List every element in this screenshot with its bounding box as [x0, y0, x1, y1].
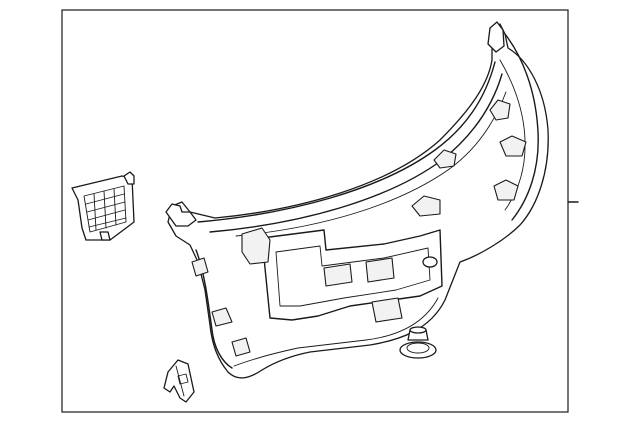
retainer-bracket-slot: [177, 373, 189, 385]
liftgate-trim-panel: [165, 21, 549, 379]
retainer-bracket-fold: [175, 365, 185, 397]
vent-grille-tab: [123, 171, 135, 185]
right-side-rail: [504, 33, 539, 221]
clip-pocket-left-2: [211, 307, 233, 327]
lower-edge-lip: [233, 297, 439, 367]
handle-recess-left: [241, 227, 271, 265]
license-lamp-pocket: [365, 257, 395, 283]
push-clip-head: [399, 341, 437, 359]
clip-pocket-upper-2: [411, 195, 441, 217]
vent-grille-slats: [85, 188, 127, 231]
clip-pocket-left-3: [231, 337, 251, 357]
vent-grille: [71, 171, 135, 241]
clip-pocket-left-1: [191, 257, 209, 277]
window-opening-upper-edge: [197, 61, 496, 223]
retainer-bracket: [163, 359, 195, 403]
window-opening-inner-edge: [209, 73, 503, 233]
push-clip-stem-top: [409, 326, 427, 334]
center-recess-outline: [261, 229, 443, 321]
clip-pocket-upper-1: [433, 149, 457, 169]
clip-pocket-right-3: [493, 179, 519, 201]
vent-grille-clip: [99, 231, 111, 241]
push-clip: [399, 326, 437, 359]
diagram-frame: [61, 9, 569, 413]
handle-recess-center: [323, 263, 353, 287]
clip-pocket-right-2: [499, 135, 527, 157]
center-recess-inner: [275, 245, 431, 307]
left-hinge-clip: [165, 203, 197, 227]
clip-pocket-right-1: [489, 99, 511, 121]
latch-access-pocket: [371, 297, 403, 323]
push-clip-head-ring: [406, 342, 430, 354]
panel-grommet: [422, 256, 438, 268]
top-hinge-tab: [487, 21, 505, 53]
window-opening-ridge: [235, 91, 507, 237]
trim-panel-outline: [167, 23, 549, 379]
